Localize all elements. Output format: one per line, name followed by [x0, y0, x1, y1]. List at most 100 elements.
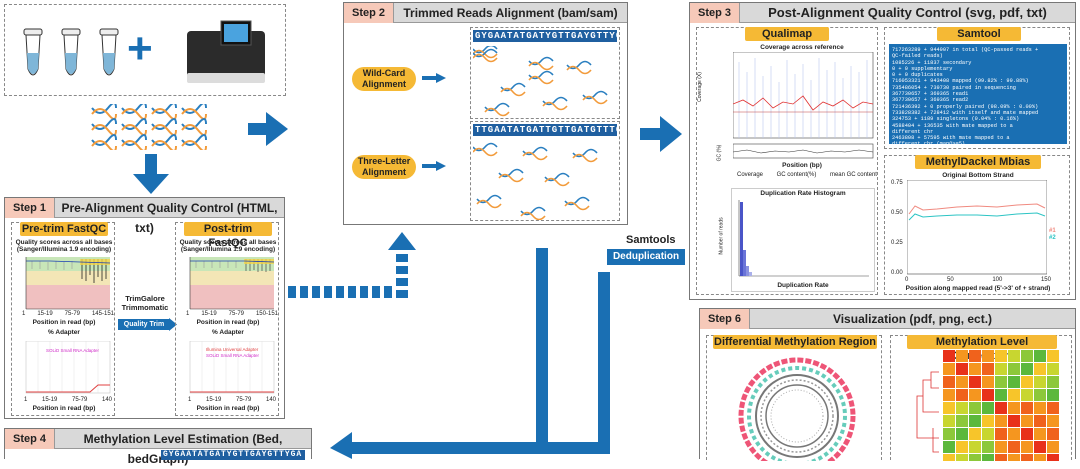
step1-title: Pre-Alignment Quality Control (HTML, txt… [61, 201, 278, 235]
samtool-label: Samtool [937, 27, 1021, 41]
post-chart-title: Quality scores across all bases(Sanger/I… [179, 239, 277, 253]
step2-panel: Trimmed Reads Alignment (bam/sam) Step 2… [343, 2, 628, 225]
pre-xlabel: Position in read (bp) [32, 319, 96, 326]
heatmap-cell [1008, 389, 1020, 401]
step2-header: Trimmed Reads Alignment (bam/sam) [344, 3, 627, 23]
dup-histogram-frame [731, 188, 875, 292]
step3-header: Post-Alignment Quality Control (svg, pdf… [690, 3, 1075, 23]
heatmap-cell [1021, 441, 1033, 453]
wildcard-reads-icon [473, 46, 608, 117]
coverage-ylabel: Coverage (X) [696, 72, 703, 102]
gc-ylabel: GC (%) [716, 144, 723, 162]
trim-tools: TrimGalore Trimmomatic [117, 294, 173, 312]
tool-trimgalore: TrimGalore [125, 294, 165, 303]
samtool-box: Samtool 717263289 + 944907 in total (QC-… [884, 27, 1070, 149]
pre-adapter-chart [25, 341, 111, 394]
heatmap-cell [943, 363, 955, 375]
step1-header: Pre-Alignment Quality Control (HTML, txt… [5, 198, 284, 235]
samtools-label: Samtools [626, 234, 676, 246]
heatmap-cell [969, 402, 981, 414]
post-adapter-legend: Illumina Universal Adapter SOLiD Small R… [206, 347, 260, 358]
heatmap-cell [1008, 415, 1020, 427]
heatmap-cell [1008, 363, 1020, 375]
heatmap-cell [1034, 376, 1046, 388]
heatmap-cell [1008, 454, 1020, 461]
heatmap-cell [969, 389, 981, 401]
three-letter-alignment-box: TTGAATATGATTGTTGATGTTTGA [470, 121, 620, 221]
step2-title: Trimmed Reads Alignment (bam/sam) [403, 6, 618, 20]
heatmap-cell [1008, 402, 1020, 414]
heatmap-cell [995, 454, 1007, 461]
coverage-title: Coverage across reference [760, 44, 844, 51]
arrow-right-icon [248, 112, 288, 146]
heatmap-cell [982, 441, 994, 453]
heatmap-cell [982, 376, 994, 388]
heatmap-cell [969, 363, 981, 375]
heatmap-cell [943, 402, 955, 414]
arrow-right-icon [640, 116, 682, 152]
step6-tag: Step 6 [700, 309, 751, 329]
dendrogram [916, 371, 939, 453]
heatmap-cell [1034, 428, 1046, 440]
post-quality-chart [189, 257, 275, 310]
heatmap-cell [982, 363, 994, 375]
dna-reads-icon [91, 104, 207, 150]
step3-tag: Step 3 [690, 3, 741, 23]
heatmap-cell [1034, 389, 1046, 401]
heatmap-cell [995, 415, 1007, 427]
heatmap-cell [1021, 376, 1033, 388]
heatmap-cell [956, 389, 968, 401]
dup-xlabel: Duplication Rate [777, 282, 829, 289]
mbias-title: Original Bottom Strand [942, 172, 1014, 179]
heatmap-cell [1008, 441, 1020, 453]
heatmap-cell [1047, 389, 1059, 401]
heatmap-cell [1021, 389, 1033, 401]
heatmap-cell [956, 415, 968, 427]
heatmap-cell [969, 376, 981, 388]
heatmap-cell [1021, 454, 1033, 461]
heatmap-cell [1021, 415, 1033, 427]
heatmap-cell [956, 428, 968, 440]
heatmap-cell [982, 402, 994, 414]
quality-trim-label: Quality Trim [118, 319, 170, 330]
mbias-xlabel: Position along mapped read (5'->3' of + … [905, 285, 1051, 292]
heatmap-cell [943, 428, 955, 440]
heatmap-cell [943, 415, 955, 427]
heatmap-cell [956, 363, 968, 375]
correlation-box: Methylation Level Correlation [890, 335, 1072, 461]
heatmap-cell [1047, 441, 1059, 453]
heatmap-cell [969, 350, 981, 362]
heatmap-cell [956, 350, 968, 362]
heatmap-cell [969, 441, 981, 453]
heatmap-cell [995, 428, 1007, 440]
heatmap-cell [943, 441, 955, 453]
flow-arrow-icon [330, 248, 610, 459]
arrow-right-icon [422, 161, 446, 171]
heatmap-cell [1047, 428, 1059, 440]
wildcard-alignment-box: GYGAATATGATYGTTGAYGTTYGA [470, 27, 620, 119]
step4-tag: Step 4 [5, 429, 56, 449]
heatmap-cell [1008, 428, 1020, 440]
plus-sign: + [127, 24, 153, 73]
post-adapter-xlabel: Position in read (bp) [196, 405, 260, 412]
heatmap-cell [1047, 350, 1059, 362]
dmr-label: Differential Methylation Region [713, 335, 877, 349]
step4-header: Methylation Level Estimation (Bed, bedGr… [5, 429, 311, 466]
heatmap-cell [1021, 363, 1033, 375]
pre-chart-title: Quality scores across all bases(Sanger/I… [15, 239, 113, 253]
step4-sequence: GYGAATATGATYGTTGAYGTTYGA [161, 450, 305, 460]
heatmap-cell [969, 428, 981, 440]
arrow-right-icon [422, 73, 446, 83]
heatmap-cell [995, 363, 1007, 375]
three-letter-reads-icon [473, 142, 598, 220]
heatmap-cell [995, 376, 1007, 388]
heatmap-cell [943, 376, 955, 388]
test-tubes-icon [23, 28, 119, 76]
circos-plot [738, 357, 856, 461]
heatmap-cell [982, 454, 994, 461]
post-adapter-chart [189, 341, 275, 394]
heatmap-cell [1047, 415, 1059, 427]
